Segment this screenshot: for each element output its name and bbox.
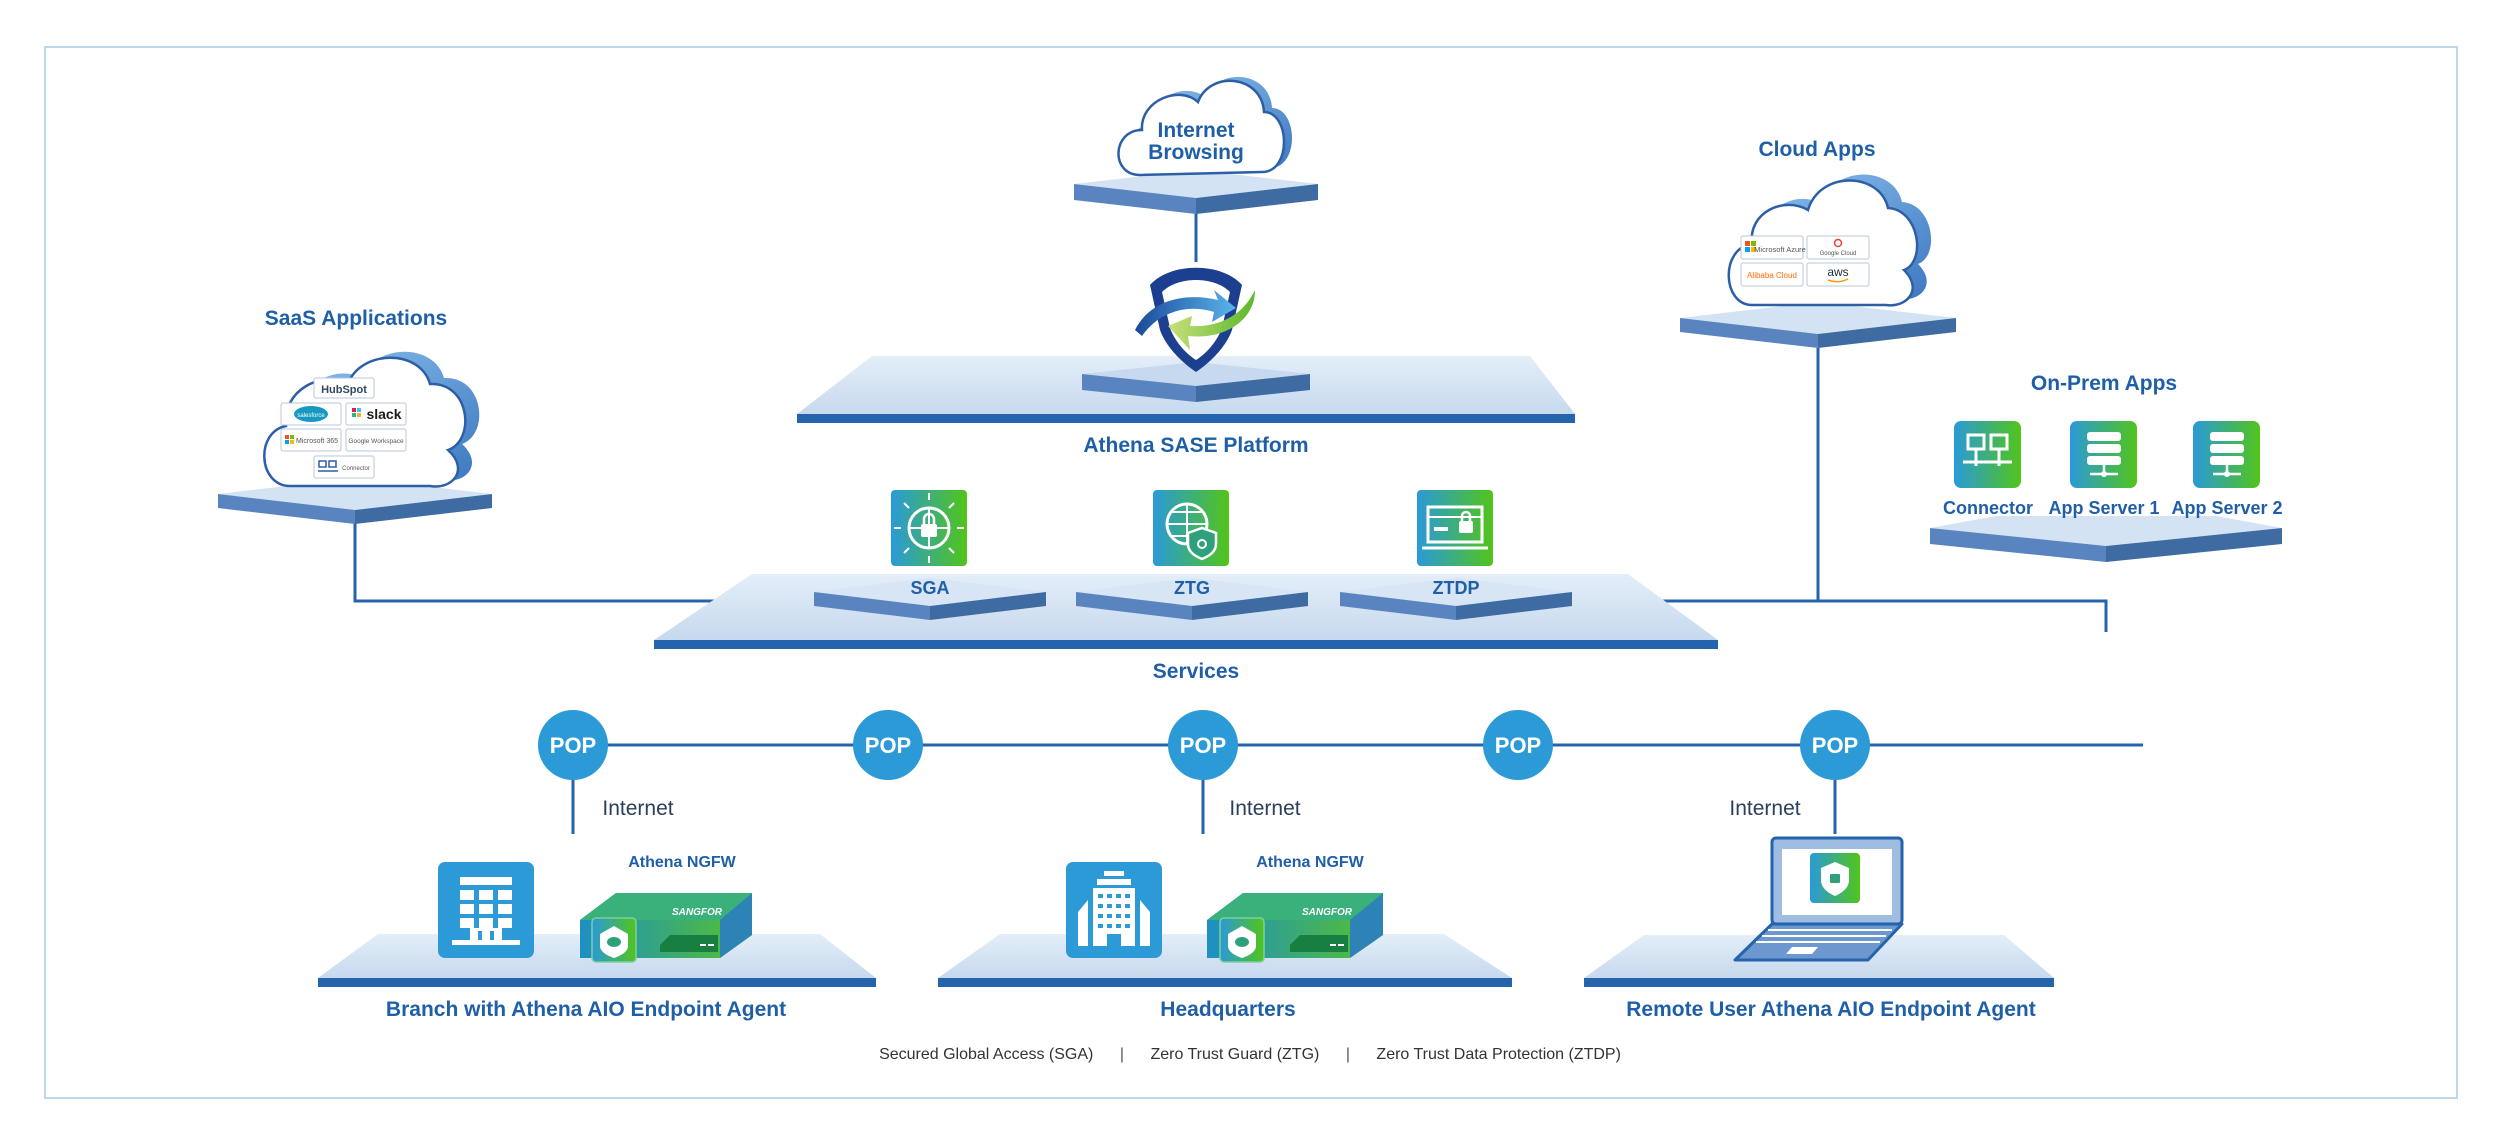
branch-site-label: Branch with Athena AIO Endpoint Agent: [385, 998, 787, 1021]
services-label: Services: [1152, 660, 1240, 683]
on-prem-apps-label: On-Prem Apps: [2030, 372, 2178, 395]
sase-platform-label: Athena SASE Platform: [1083, 434, 1309, 457]
google-workspace-label: Google Workspace: [348, 438, 404, 445]
service-ztg-label[interactable]: ZTG: [1174, 578, 1210, 598]
branch-building-icon: [438, 862, 534, 958]
service-ztdp-label[interactable]: ZTDP: [1432, 578, 1480, 598]
athena-shield-logo-icon: [1135, 267, 1255, 372]
microsoft-azure-label: Microsoft Azure: [1754, 245, 1806, 254]
app-server-1-label: App Server 1: [2048, 498, 2160, 518]
salesforce-label: salesforce: [297, 413, 325, 419]
slack-label: slack: [366, 406, 401, 422]
pop-label: POP: [1180, 733, 1226, 758]
google-cloud-logo: [1806, 235, 1870, 260]
internet-browsing-cloud: [1117, 76, 1292, 177]
ztg-globe-shield-icon: [1153, 490, 1229, 566]
pop-node-5[interactable]: POP: [1800, 710, 1870, 780]
headquarters-site: SANGFOR: [938, 862, 1512, 987]
legend-ztdp: Zero Trust Data Protection (ZTDP): [1376, 1046, 1621, 1063]
cloud-apps-node: Microsoft Azure Google Cloud Alibaba Clo…: [1680, 174, 1956, 348]
pop-label: POP: [550, 733, 596, 758]
hubspot-logo: [313, 377, 375, 399]
branch-site: SANGFOR: [318, 862, 876, 987]
sase-platform: [797, 267, 1575, 423]
on-prem-apps-node: [1930, 421, 2282, 562]
legend-separator: |: [1119, 1046, 1124, 1063]
on-prem-pedestal: [1930, 516, 2282, 562]
pop-nodes: POP POP POP POP POP: [538, 710, 1870, 780]
microsoft-365-logo: [280, 428, 342, 452]
legend-ztg: Zero Trust Guard (ZTG): [1150, 1046, 1320, 1063]
cloud-apps-pedestal: [1680, 302, 1956, 348]
internet-browsing-line1: Internet: [1157, 119, 1235, 142]
branch-ngfw-appliance-icon: SANGFOR: [580, 893, 752, 963]
internet-browsing-pedestal: [1074, 170, 1318, 214]
pop-node-4[interactable]: POP: [1483, 710, 1553, 780]
sga-globe-lock-icon: [891, 490, 967, 566]
laptop-icon: [1733, 836, 1904, 962]
internet-browsing-node: [1074, 76, 1318, 214]
onprem-connector-label: Connector: [1943, 498, 2033, 518]
headquarters-building-icon: [1066, 862, 1162, 958]
legend-separator: |: [1345, 1046, 1350, 1063]
diagram-frame: [44, 46, 2458, 1099]
legend-sga: Secured Global Access (SGA): [879, 1046, 1094, 1063]
saas-app-logos: HubSpot salesforce slack Microsoft 365 G…: [280, 377, 407, 479]
ztdp-pedestal: [1340, 578, 1572, 620]
internet-label-hq: Internet: [1229, 797, 1301, 820]
headquarters-label: Headquarters: [1160, 998, 1296, 1021]
pop-node-3[interactable]: POP: [1168, 710, 1238, 780]
pop-label: POP: [1495, 733, 1541, 758]
google-cloud-label: Google Cloud: [1820, 251, 1857, 257]
sangfor-brand-label: SANGFOR: [1302, 907, 1353, 918]
cloud-apps-label: Cloud Apps: [1758, 138, 1876, 161]
ztdp-laptop-lock-icon: [1417, 490, 1493, 566]
alibaba-cloud-label: Alibaba Cloud: [1747, 271, 1797, 280]
saas-applications-node: HubSpot salesforce slack Microsoft 365 G…: [218, 351, 492, 524]
microsoft-365-label: Microsoft 365: [296, 438, 338, 445]
saas-connector-label: Connector: [342, 466, 370, 472]
saas-applications-label: SaaS Applications: [264, 307, 448, 330]
aws-logo: [1806, 262, 1870, 287]
internet-browsing-line2: Browsing: [1148, 141, 1244, 164]
endpoint-agent-shield-icon: [1810, 853, 1860, 903]
service-sga-label[interactable]: SGA: [910, 578, 950, 598]
microsoft-azure-logo: [1740, 235, 1804, 260]
line-saas-to-services: [353, 522, 760, 603]
hq-ngfw-appliance-icon: SANGFOR: [1207, 893, 1383, 963]
pop-label: POP: [865, 733, 911, 758]
app-server-2-icon: [2193, 421, 2260, 488]
hq-ngfw-label: Athena NGFW: [1256, 854, 1364, 871]
ztg-pedestal: [1076, 578, 1308, 620]
remote-user-label: Remote User Athena AIO Endpoint Agent: [1626, 998, 2036, 1021]
internet-browsing-label: Internet Browsing: [1148, 120, 1244, 164]
services-platform: [654, 490, 1718, 649]
aws-label: aws: [1827, 265, 1848, 279]
pop-node-1[interactable]: POP: [538, 710, 608, 780]
app-server-1-icon: [2070, 421, 2137, 488]
alibaba-cloud-logo: [1740, 262, 1804, 287]
hubspot-label: HubSpot: [321, 384, 367, 396]
app-server-2-label: App Server 2: [2171, 498, 2283, 518]
sangfor-brand-label: SANGFOR: [672, 907, 723, 918]
line-services-to-onprem: [1628, 599, 2108, 632]
sga-pedestal: [814, 578, 1046, 620]
google-workspace-logo: [345, 428, 407, 452]
connector-lines: [353, 212, 2143, 834]
remote-user-site: [1584, 836, 2054, 987]
legend: Secured Global Access (SGA) | Zero Trust…: [879, 1046, 1621, 1064]
onprem-connector-icon: [1954, 421, 2021, 488]
pop-node-2[interactable]: POP: [853, 710, 923, 780]
sase-center-pedestal: [1082, 362, 1310, 402]
internet-label-branch: Internet: [602, 797, 674, 820]
cloud-app-logos: Microsoft Azure Google Cloud Alibaba Clo…: [1740, 235, 1870, 287]
internet-label-remote: Internet: [1729, 797, 1801, 820]
pop-label: POP: [1812, 733, 1858, 758]
branch-ngfw-label: Athena NGFW: [628, 854, 736, 871]
